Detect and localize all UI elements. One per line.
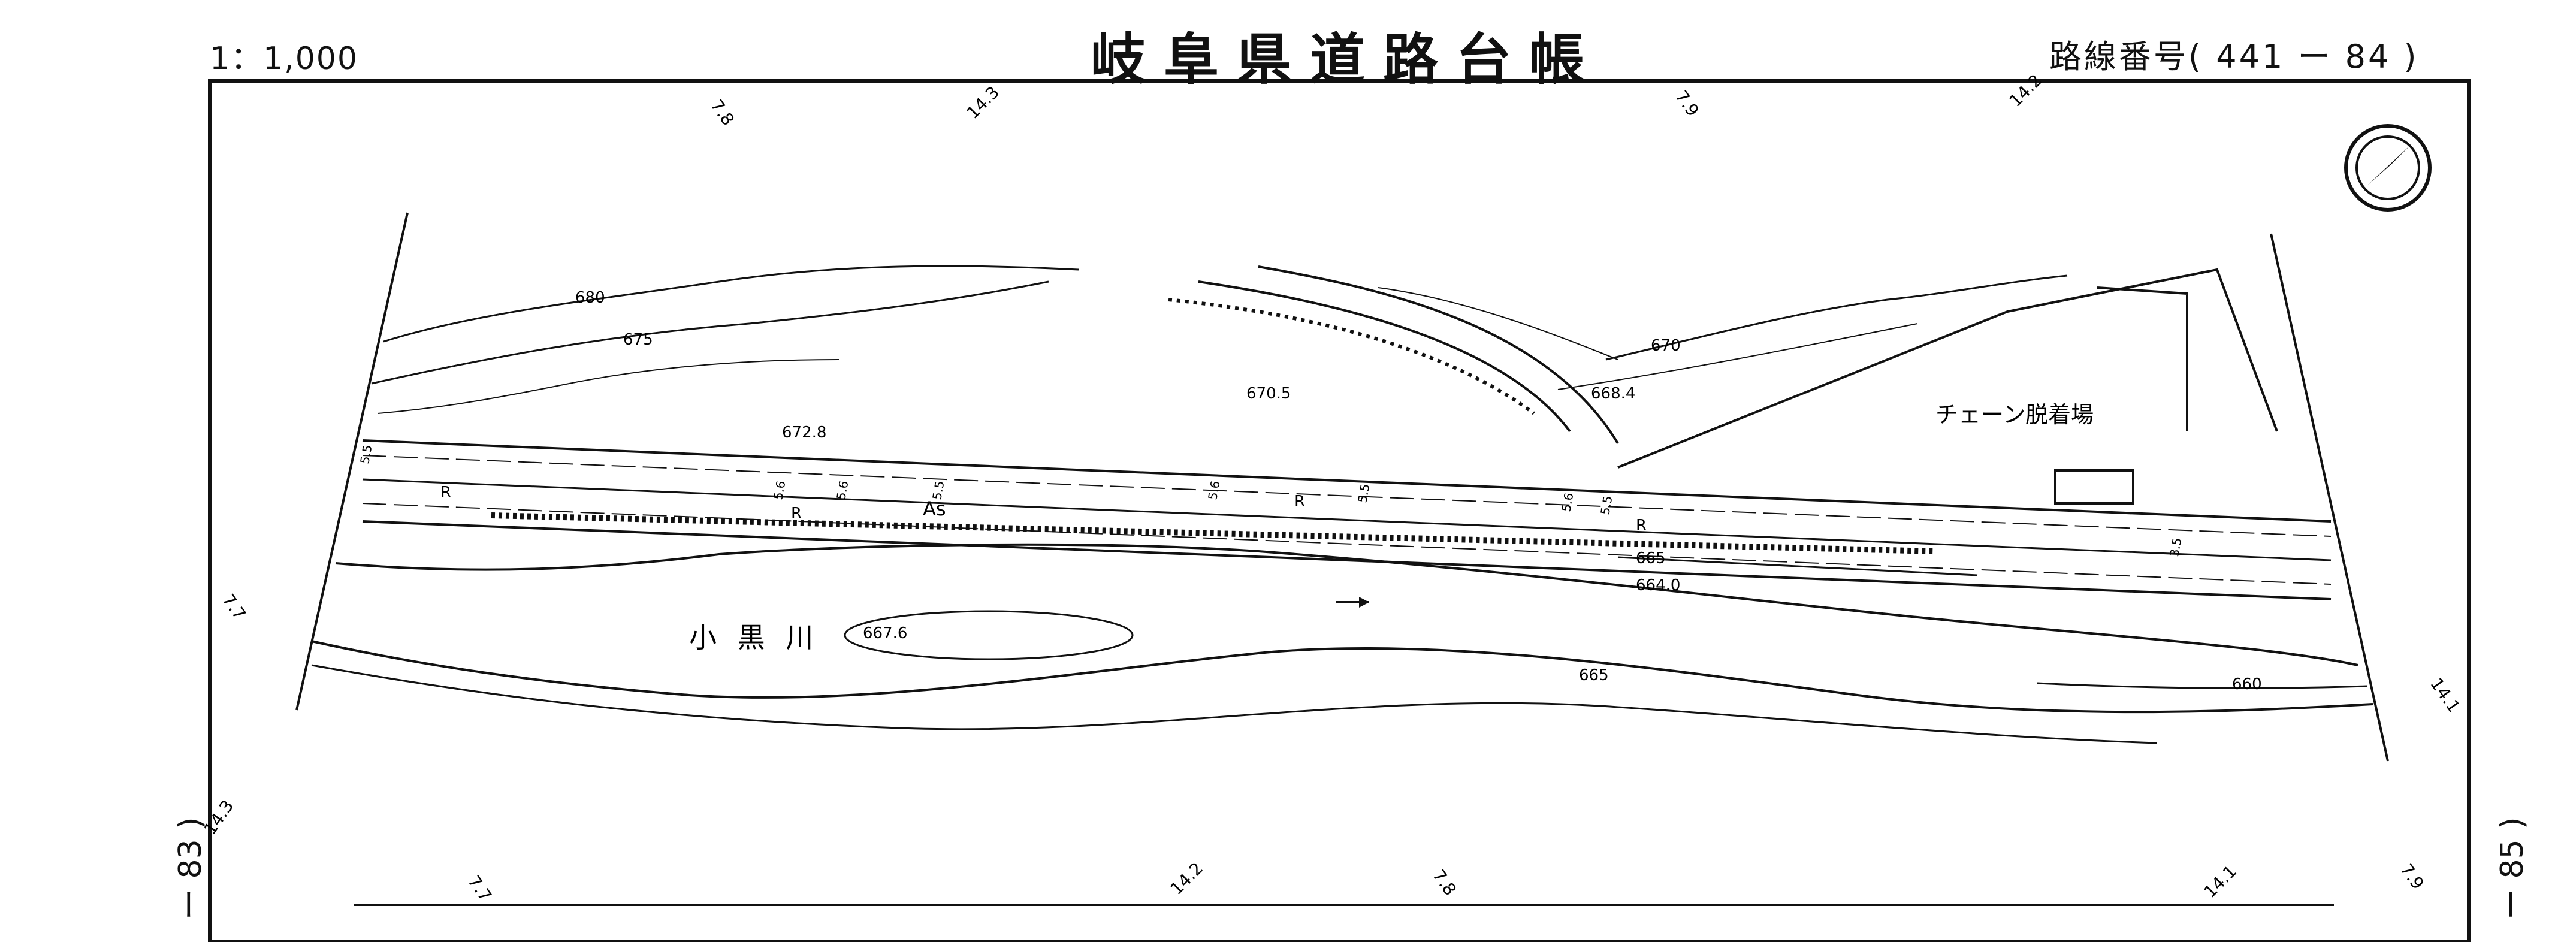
road-edge-north (362, 439, 2332, 523)
contour-label: 665 (1636, 550, 1666, 567)
route-number: 路線番号( 441 ー 84 ) (2049, 38, 2419, 76)
guardrail (491, 512, 1936, 554)
parking-booth (2054, 469, 2134, 505)
north-arrow-icon (2344, 124, 2432, 212)
width-label: 3.5 (2167, 536, 2184, 557)
north-arrow-needle (2367, 144, 2412, 186)
elevation-label: 664.0 (1636, 576, 1680, 594)
width-label: 5.5 (357, 443, 375, 464)
elevation-label: 667.6 (863, 624, 907, 642)
edge-tick-label: 7.9 (2396, 860, 2428, 893)
contour-660 (2037, 682, 2367, 689)
branch-road-edge (1198, 280, 1571, 433)
edge-tick-label: 14.3 (963, 83, 1003, 123)
pavement-label: As (923, 497, 946, 520)
contour-675 (371, 280, 1049, 385)
road-mark: R (1636, 517, 1647, 535)
contour-670 (1605, 274, 2068, 361)
road-mark: R (440, 484, 451, 502)
width-label: 5.6 (833, 479, 851, 500)
road-centerline (362, 478, 2332, 561)
river-name: 小 黒 川 (689, 621, 819, 654)
flow-arrow-head (1359, 597, 1369, 608)
map-scale: 1：1,000 (210, 41, 358, 77)
river-bank-north (335, 543, 2358, 666)
width-label: 5.5 (1597, 494, 1615, 515)
map-frame (208, 79, 2471, 942)
edge-tick-label: 14.1 (2426, 674, 2464, 716)
edge-tick-label: 14.2 (1167, 859, 1207, 899)
area-boundary-left (295, 212, 409, 711)
contour-line (377, 359, 839, 414)
sandbar (844, 610, 1134, 660)
contour-label: 670 (1651, 337, 1681, 355)
branch-road-edge (1258, 265, 1619, 445)
building-outline (2097, 286, 2188, 431)
edge-tick-label: 7.8 (1429, 866, 1460, 899)
edge-tick-label: 7.9 (1671, 87, 1703, 120)
edge-tick-label: 7.7 (218, 590, 250, 623)
edge-tick-label: 14.3 (200, 796, 238, 838)
parking-boundary (1617, 268, 2278, 469)
contour-line (1557, 323, 1918, 390)
parking-label: チェーン脱着場 (1935, 401, 2094, 428)
width-label: 5.6 (771, 479, 788, 500)
road-shoulder-line (362, 455, 2332, 537)
width-label: 5.5 (929, 479, 947, 500)
road-mark: R (791, 505, 802, 523)
contour-label: 675 (623, 331, 653, 349)
contour-label: 665 (1579, 666, 1609, 684)
width-label: 5.6 (1559, 491, 1576, 512)
edge-tick-label: 7.8 (706, 96, 738, 129)
north-arrow-inner (2355, 135, 2420, 200)
elevation-label: 668.4 (1591, 385, 1635, 403)
contour-665-north (1617, 556, 1978, 576)
road-mark: R (1294, 493, 1305, 511)
road-edge-south (362, 520, 2332, 600)
river-bank-south (311, 640, 2373, 714)
contour-665-south (311, 664, 2158, 744)
elevation-label: 660 (2232, 675, 2262, 693)
contour-line (1378, 287, 1618, 360)
area-boundary-right (2270, 233, 2389, 762)
edge-tick-label: 7.7 (464, 872, 496, 905)
width-label: 5.5 (1355, 482, 1372, 503)
edge-tick-label: 14.2 (2006, 71, 2046, 111)
elevation-label: 672.8 (782, 424, 826, 442)
contour-680 (383, 265, 1079, 343)
elevation-label: 670.5 (1246, 385, 1291, 403)
retaining-wall (1168, 298, 1535, 415)
width-label: 5.6 (1205, 479, 1222, 500)
road-shoulder-line (362, 503, 2332, 585)
edge-tick-label: 14.1 (2200, 862, 2240, 902)
contour-label: 680 (575, 289, 605, 307)
